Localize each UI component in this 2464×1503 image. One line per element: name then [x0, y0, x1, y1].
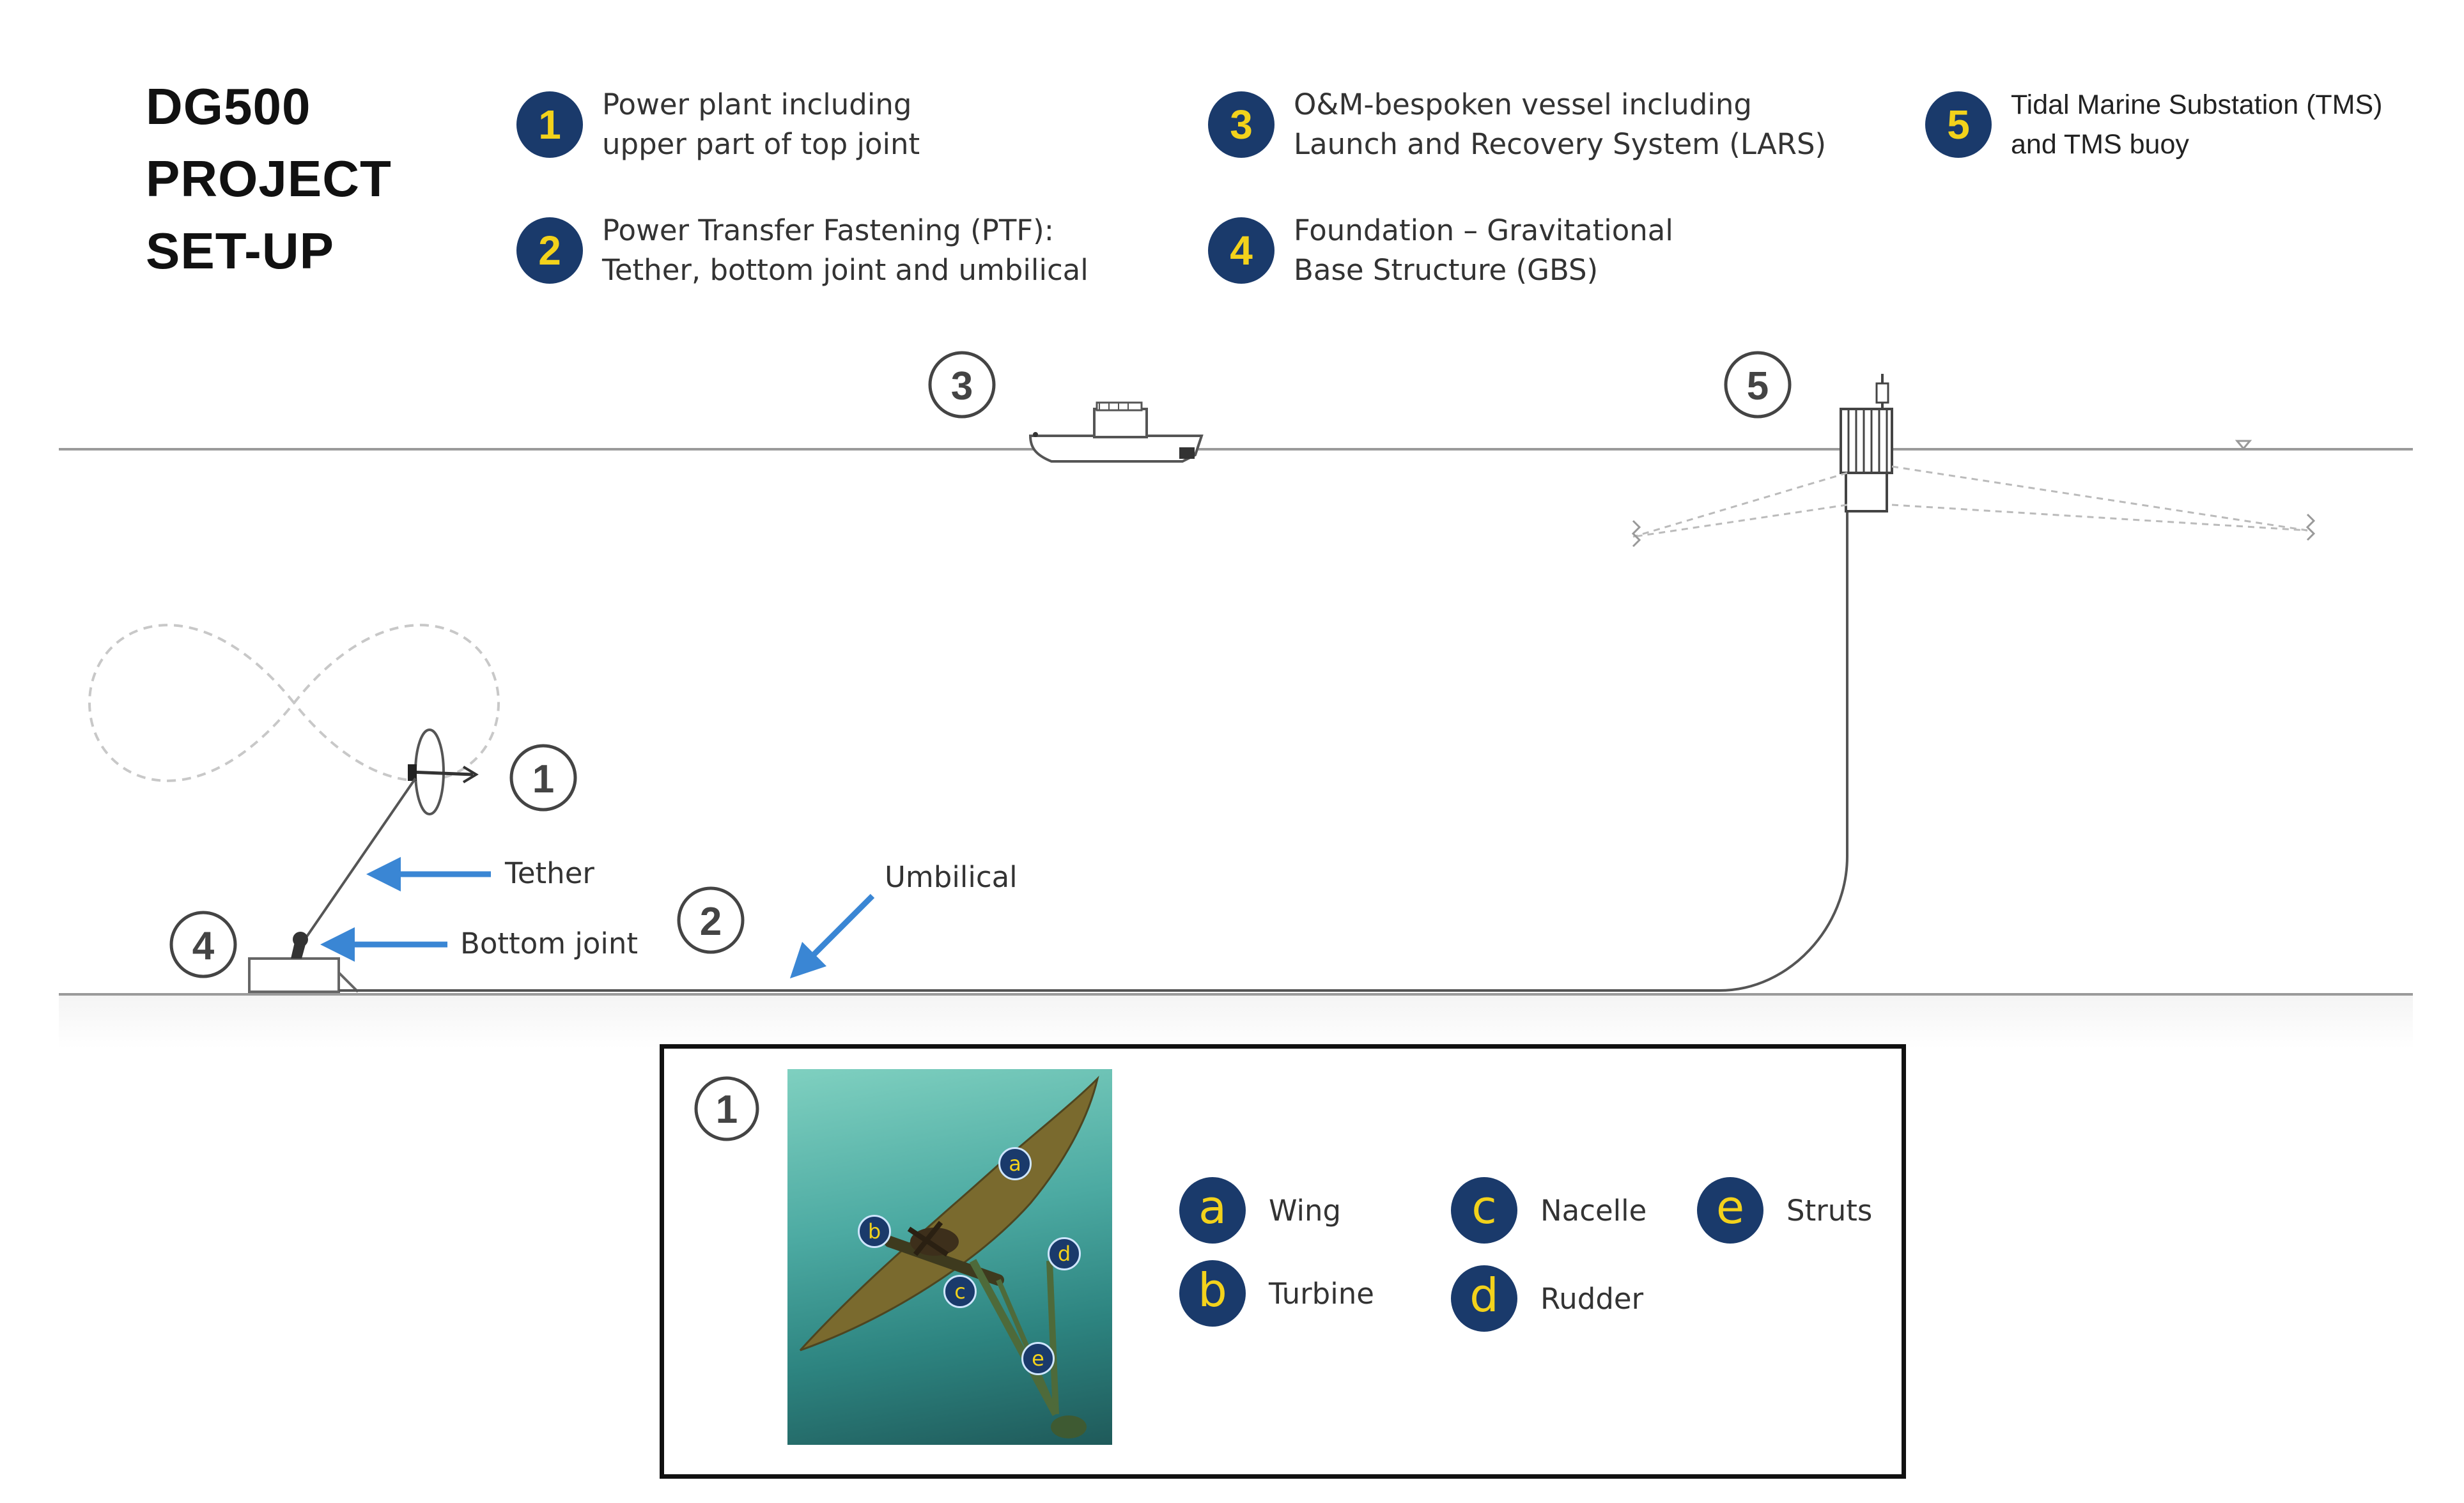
tms-buoy-icon — [1840, 374, 1893, 513]
power-plant-photo: a b c d e — [787, 1069, 1112, 1445]
legend-text-2a: Power Transfer Fastening (PTF): — [602, 213, 1054, 247]
legend-badge-5: 5 — [1925, 91, 1992, 158]
part-rudder: d Rudder — [1451, 1265, 1643, 1332]
part-name-rudder: Rudder — [1540, 1281, 1644, 1316]
photo-badge-b: b — [858, 1215, 891, 1248]
svg-text:1: 1 — [532, 757, 554, 801]
legend-text-3b: Launch and Recovery System (LARS) — [1294, 127, 1827, 161]
legend-item-1: 1 Power plant including upper part of to… — [516, 85, 920, 164]
callout-2: 2 — [677, 886, 745, 954]
svg-text:3: 3 — [951, 364, 973, 408]
legend-text-5b: and TMS buoy — [2011, 129, 2189, 160]
legend-text-3a: O&M-bespoken vessel including — [1294, 88, 1752, 121]
photo-badge-c: c — [943, 1275, 977, 1308]
legend-item-4: 4 Foundation – Gravitational Base Struct… — [1208, 211, 1673, 290]
legend-badge-1: 1 — [516, 91, 583, 158]
bottom-joint-label: Bottom joint — [460, 927, 639, 960]
photo-badge-a: a — [998, 1147, 1032, 1180]
part-badge-e: e — [1697, 1177, 1763, 1244]
umbilical-cable — [339, 505, 1848, 992]
title-line-3: SET-UP — [146, 222, 334, 279]
part-nacelle: c Nacelle — [1451, 1177, 1647, 1244]
legend-text-5a: Tidal Marine Substation (TMS) — [2011, 89, 2383, 120]
legend-text-4b: Base Structure (GBS) — [1294, 253, 1599, 287]
legend-text-1a: Power plant including — [602, 88, 912, 121]
legend-item-3: 3 O&M-bespoken vessel including Launch a… — [1208, 85, 1826, 164]
part-badge-c: c — [1451, 1177, 1517, 1244]
tether-line — [299, 777, 417, 947]
svg-text:1: 1 — [716, 1088, 738, 1132]
photo-badge-d: d — [1048, 1237, 1081, 1270]
part-badge-d: d — [1451, 1265, 1517, 1332]
photo-badge-e: e — [1021, 1342, 1055, 1375]
flight-path-figure-eight — [88, 624, 500, 782]
callout-5: 5 — [1724, 351, 1792, 419]
legend-badge-2: 2 — [516, 217, 583, 284]
svg-text:4: 4 — [192, 924, 215, 968]
part-name-turbine: Turbine — [1269, 1276, 1374, 1311]
part-wing: a Wing — [1179, 1177, 1341, 1244]
callout-4: 4 — [169, 911, 237, 978]
inset-callout-1: 1 — [694, 1076, 759, 1141]
part-turbine: b Turbine — [1179, 1260, 1374, 1327]
part-name-nacelle: Nacelle — [1540, 1193, 1647, 1228]
title-line-2: PROJECT — [146, 150, 392, 207]
tether-label: Tether — [505, 856, 594, 890]
legend-text-2b: Tether, bottom joint and umbilical — [602, 253, 1089, 287]
seabed-band — [59, 994, 2413, 1048]
page-title: DG500 PROJECT SET-UP — [146, 70, 392, 287]
kite-power-plant-icon — [408, 728, 479, 815]
callout-1: 1 — [509, 744, 577, 812]
legend-text-1b: upper part of top joint — [602, 127, 920, 161]
foundation-gbs-icon — [248, 932, 359, 993]
legend-badge-3: 3 — [1208, 91, 1275, 158]
umbilical-label: Umbilical — [885, 860, 1018, 894]
vessel-icon — [1028, 401, 1204, 463]
legend-item-2: 2 Power Transfer Fastening (PTF): Tether… — [516, 211, 1089, 290]
svg-text:5: 5 — [1747, 364, 1769, 408]
legend-text-4a: Foundation – Gravitational — [1294, 213, 1673, 247]
setup-diagram: 1 2 3 4 5 — [59, 351, 2413, 1048]
legend-badge-4: 4 — [1208, 217, 1275, 284]
part-name-struts: Struts — [1786, 1193, 1873, 1228]
part-badge-b: b — [1179, 1260, 1246, 1327]
part-badge-a: a — [1179, 1177, 1246, 1244]
umbilical-arrow — [789, 893, 875, 979]
part-name-wing: Wing — [1269, 1193, 1342, 1228]
svg-text:2: 2 — [700, 900, 722, 944]
part-struts: e Struts — [1697, 1177, 1872, 1244]
legend-item-5: 5 Tidal Marine Substation (TMS) and TMS … — [1925, 85, 2383, 164]
callout-3: 3 — [928, 351, 996, 419]
mooring-lines — [1631, 440, 2316, 548]
title-line-1: DG500 — [146, 78, 311, 135]
